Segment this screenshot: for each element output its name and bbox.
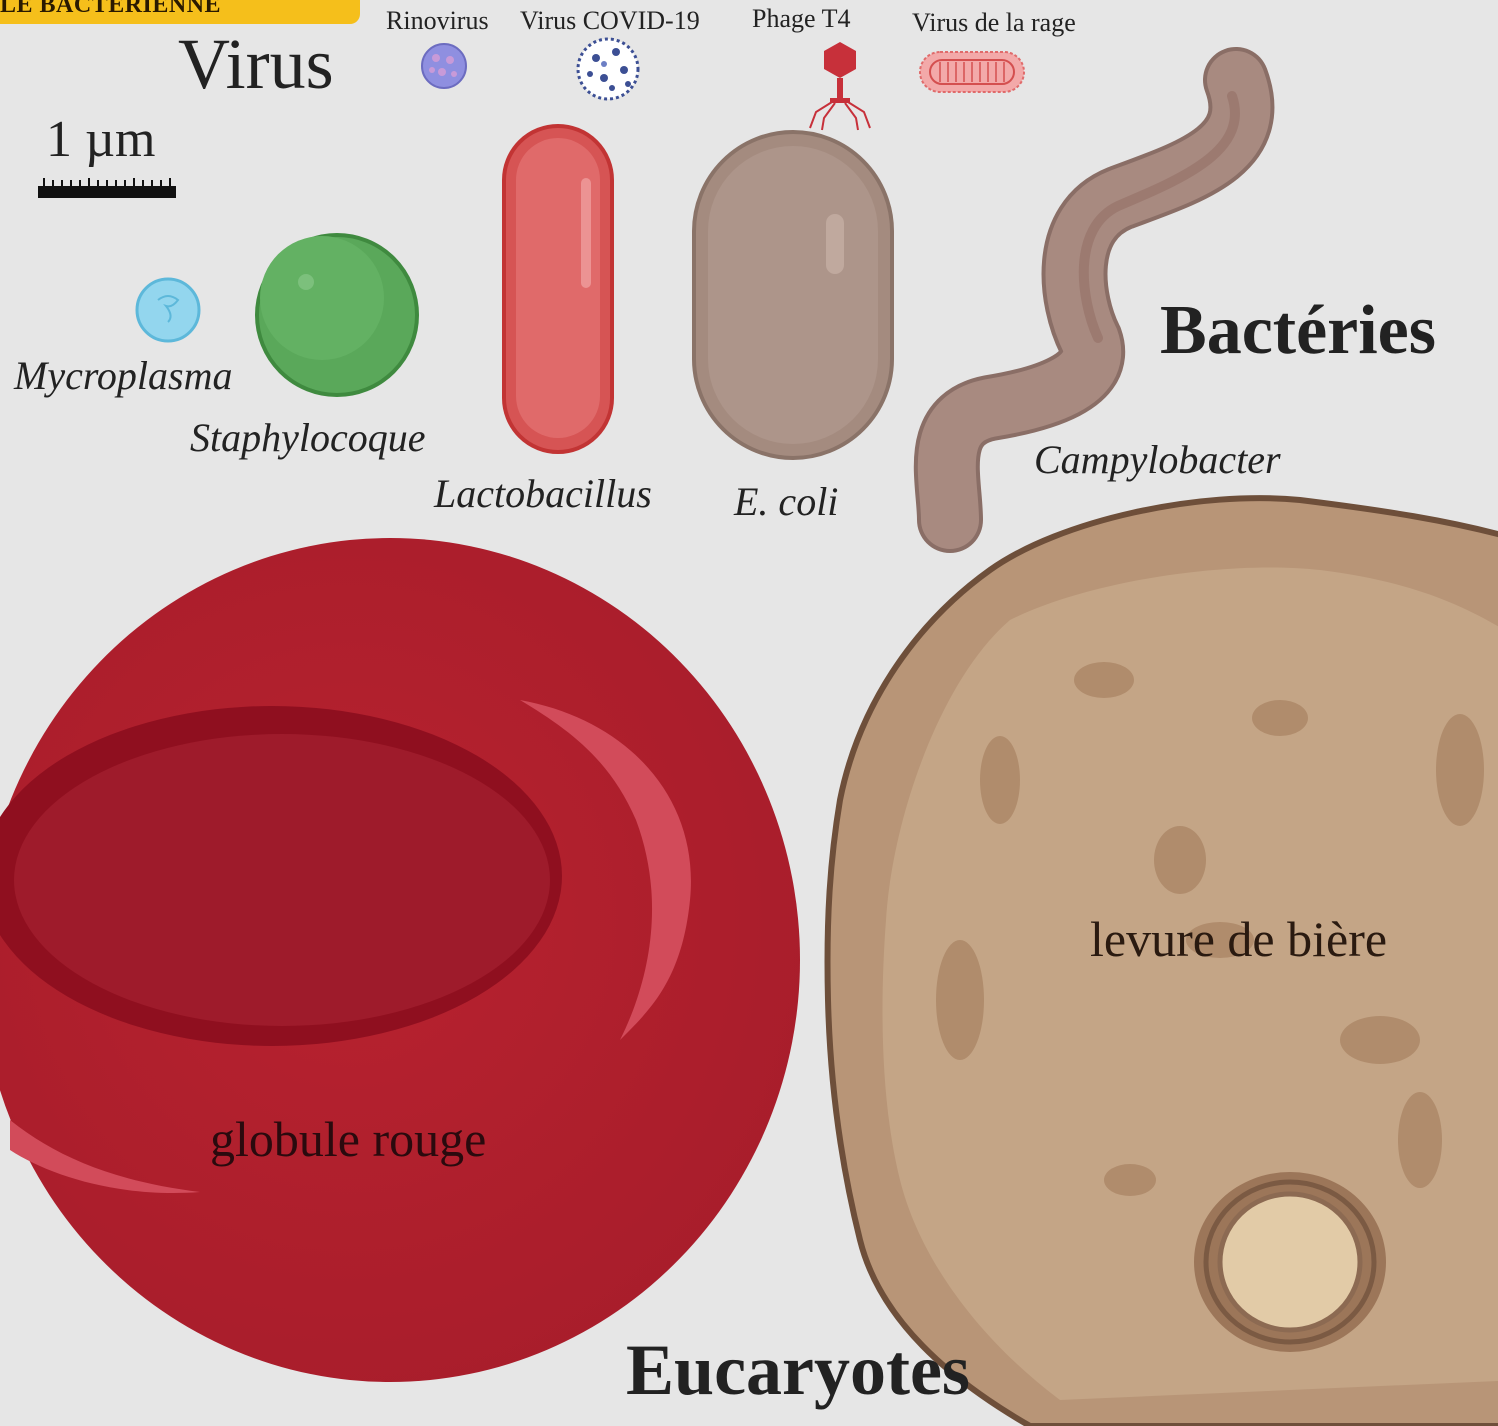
scale-bar: [38, 178, 176, 198]
lactobacillus-shape: [504, 126, 612, 452]
label-e-coli: E. coli: [734, 482, 838, 522]
rinovirus-shape: [422, 44, 466, 88]
label-phage-t4: Phage T4: [752, 6, 850, 32]
label-globule-rouge: globule rouge: [210, 1114, 486, 1164]
label-levure-de-biere: levure de bière: [1090, 914, 1387, 964]
label-campylobacter: Campylobacter: [1034, 440, 1281, 480]
label-rinovirus: Rinovirus: [386, 8, 489, 34]
label-lactobacillus: Lactobacillus: [434, 474, 652, 514]
label-mycroplasma: Mycroplasma: [14, 356, 232, 396]
label-covid-19: Virus COVID-19: [520, 8, 700, 34]
phage-t4-shape: [810, 42, 870, 130]
covid-virus-shape: [578, 39, 638, 99]
eucaryotes-heading: Eucaryotes: [626, 1334, 970, 1406]
bacteries-heading: Bactéries: [1160, 296, 1436, 366]
red-blood-cell-shape: [0, 538, 800, 1382]
scale-label: 1 µm: [46, 114, 155, 166]
banner-text: LE BACTÉRIENNE: [0, 0, 221, 19]
bud-scar: [1194, 1172, 1386, 1352]
label-virus-rage: Virus de la rage: [912, 10, 1076, 36]
virus-heading: Virus: [178, 28, 334, 100]
mycroplasma-shape: [137, 279, 199, 341]
staphylocoque-shape: [257, 235, 417, 395]
label-staphylocoque: Staphylocoque: [190, 418, 426, 458]
rabies-virus-shape: [920, 52, 1024, 92]
header-banner: LE BACTÉRIENNE: [0, 0, 360, 24]
e-coli-shape: [694, 132, 892, 458]
